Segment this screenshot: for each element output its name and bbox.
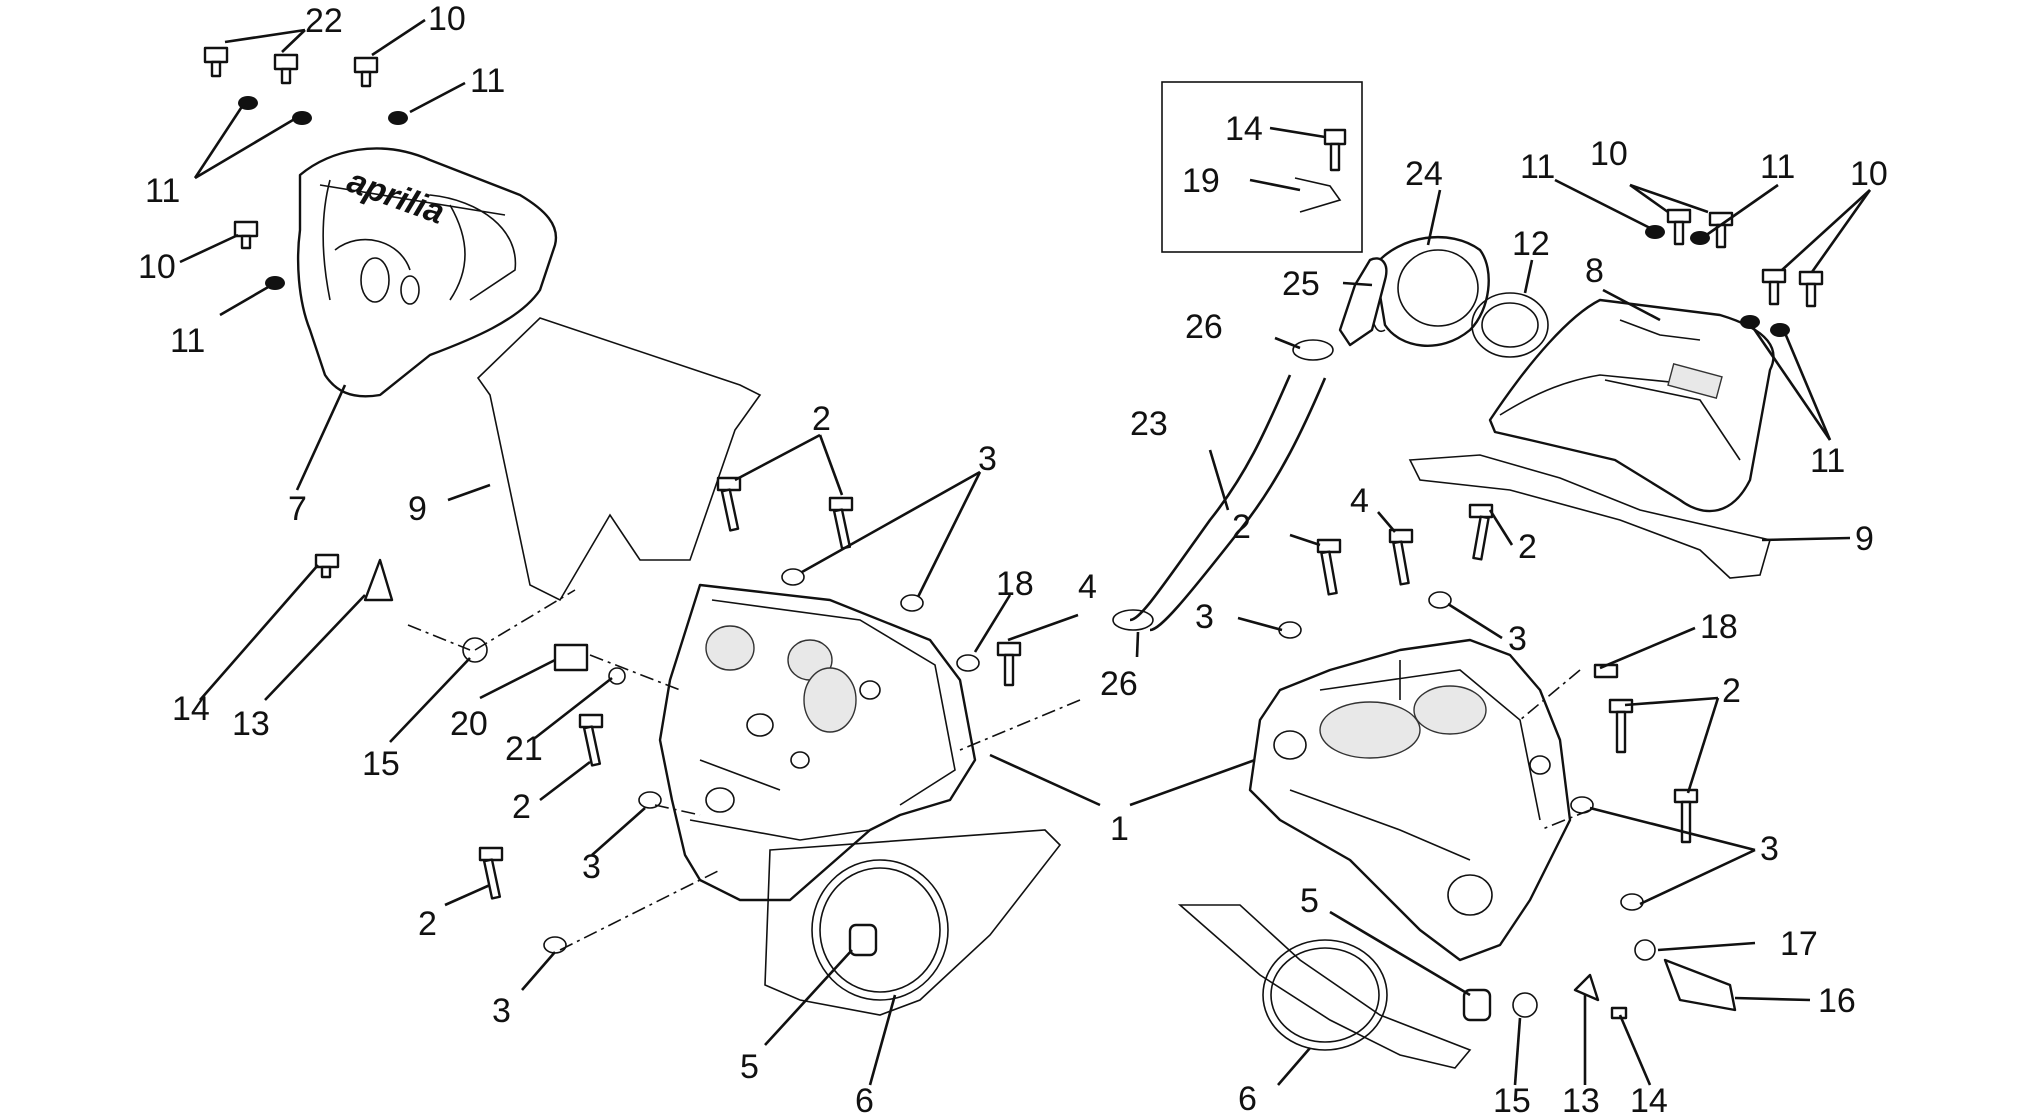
- callout-11-left: 11: [170, 322, 205, 360]
- breather-hose: [1129, 374, 1292, 622]
- callout-11-right-b: 11: [1760, 148, 1795, 186]
- callout-9-right-gasket: 9: [1855, 520, 1874, 558]
- elbow-pipe-25: [1338, 257, 1388, 347]
- callout-3-left-mid: 3: [582, 848, 601, 886]
- callout-6-right: 6: [1238, 1080, 1257, 1115]
- callout-26-top: 26: [1185, 308, 1223, 346]
- right-head-gasket: [1177, 904, 1472, 1069]
- callout-2-left-mid: 2: [512, 788, 531, 826]
- callout-24: 24: [1405, 155, 1443, 193]
- callout-11-right-a: 11: [1520, 148, 1555, 186]
- callout-11-right-c: 11: [1810, 442, 1845, 480]
- callout-17: 17: [1780, 925, 1818, 963]
- left-valve-cover: aprilia: [296, 147, 558, 398]
- callout-2-right-b: 2: [1518, 528, 1537, 566]
- callout-19-inset: 19: [1182, 162, 1220, 200]
- callout-25: 25: [1282, 265, 1320, 303]
- callout-11-left-pair: 11: [145, 172, 180, 210]
- callout-26-bottom: 26: [1100, 665, 1138, 703]
- callout-12: 12: [1512, 225, 1550, 263]
- o-ring-12: [1471, 292, 1549, 358]
- callout-18-left: 18: [996, 565, 1034, 603]
- callout-10-right-a: 10: [1590, 135, 1628, 173]
- callout-13-right: 13: [1562, 1082, 1600, 1115]
- hardware-parts: [203, 46, 1824, 1022]
- left-head-gasket: [764, 829, 1062, 1016]
- callout-10-right-b: 10: [1850, 155, 1888, 193]
- callout-3-right-b: 3: [1508, 620, 1527, 658]
- callout-4-left: 4: [1078, 568, 1097, 606]
- callout-20: 20: [450, 705, 488, 743]
- callout-22-top-left: 22: [305, 2, 343, 40]
- callout-15-right: 15: [1493, 1082, 1531, 1115]
- left-cover-gasket: [476, 317, 762, 602]
- callout-7-cover: 7: [288, 490, 307, 528]
- callout-10-left: 10: [138, 248, 176, 286]
- callout-14-left: 14: [172, 690, 210, 728]
- callout-5-left: 5: [740, 1048, 759, 1086]
- callout-1-heads: 1: [1110, 810, 1129, 848]
- callout-11-top-left: 11: [470, 62, 505, 100]
- callout-2-right-c: 2: [1722, 672, 1741, 710]
- callout-14-inset: 14: [1225, 110, 1263, 148]
- callout-2-left-low: 2: [418, 905, 437, 943]
- inset-detail-box: [1161, 81, 1363, 253]
- callout-18-right: 18: [1700, 608, 1738, 646]
- right-valve-cover: [1488, 298, 1775, 513]
- callout-2-left-top: 2: [812, 400, 831, 438]
- leader-lines: [179, 18, 1872, 1086]
- callout-23-hose: 23: [1130, 405, 1168, 443]
- right-cover-gasket: [1408, 454, 1772, 579]
- callout-8-right-cover: 8: [1585, 252, 1604, 290]
- callout-10-top-left: 10: [428, 0, 466, 38]
- callout-labels: 22 10 11 11 10 11 7 9 2 3 18 4 14 13 15 …: [138, 0, 1888, 1115]
- callout-5-right: 5: [1300, 882, 1319, 920]
- callout-15-left: 15: [362, 745, 400, 783]
- callout-2-right-a: 2: [1232, 508, 1251, 546]
- callout-3-left-low: 3: [492, 992, 511, 1030]
- callout-21: 21: [505, 730, 543, 768]
- callout-16: 16: [1818, 982, 1856, 1020]
- intake-flange: [1370, 235, 1490, 347]
- callout-4-right: 4: [1350, 482, 1369, 520]
- callout-3-right-a: 3: [1195, 598, 1214, 636]
- callout-3-left-top: 3: [978, 440, 997, 478]
- right-cylinder-head: [1248, 638, 1572, 962]
- assembly-lines: [407, 589, 1591, 951]
- left-cylinder-head: [658, 583, 977, 902]
- callout-6-left: 6: [855, 1082, 874, 1115]
- callout-3-right-c: 3: [1760, 830, 1779, 868]
- callout-14-right: 14: [1630, 1082, 1668, 1115]
- callout-9-left-gasket: 9: [408, 490, 427, 528]
- callout-13-left: 13: [232, 705, 270, 743]
